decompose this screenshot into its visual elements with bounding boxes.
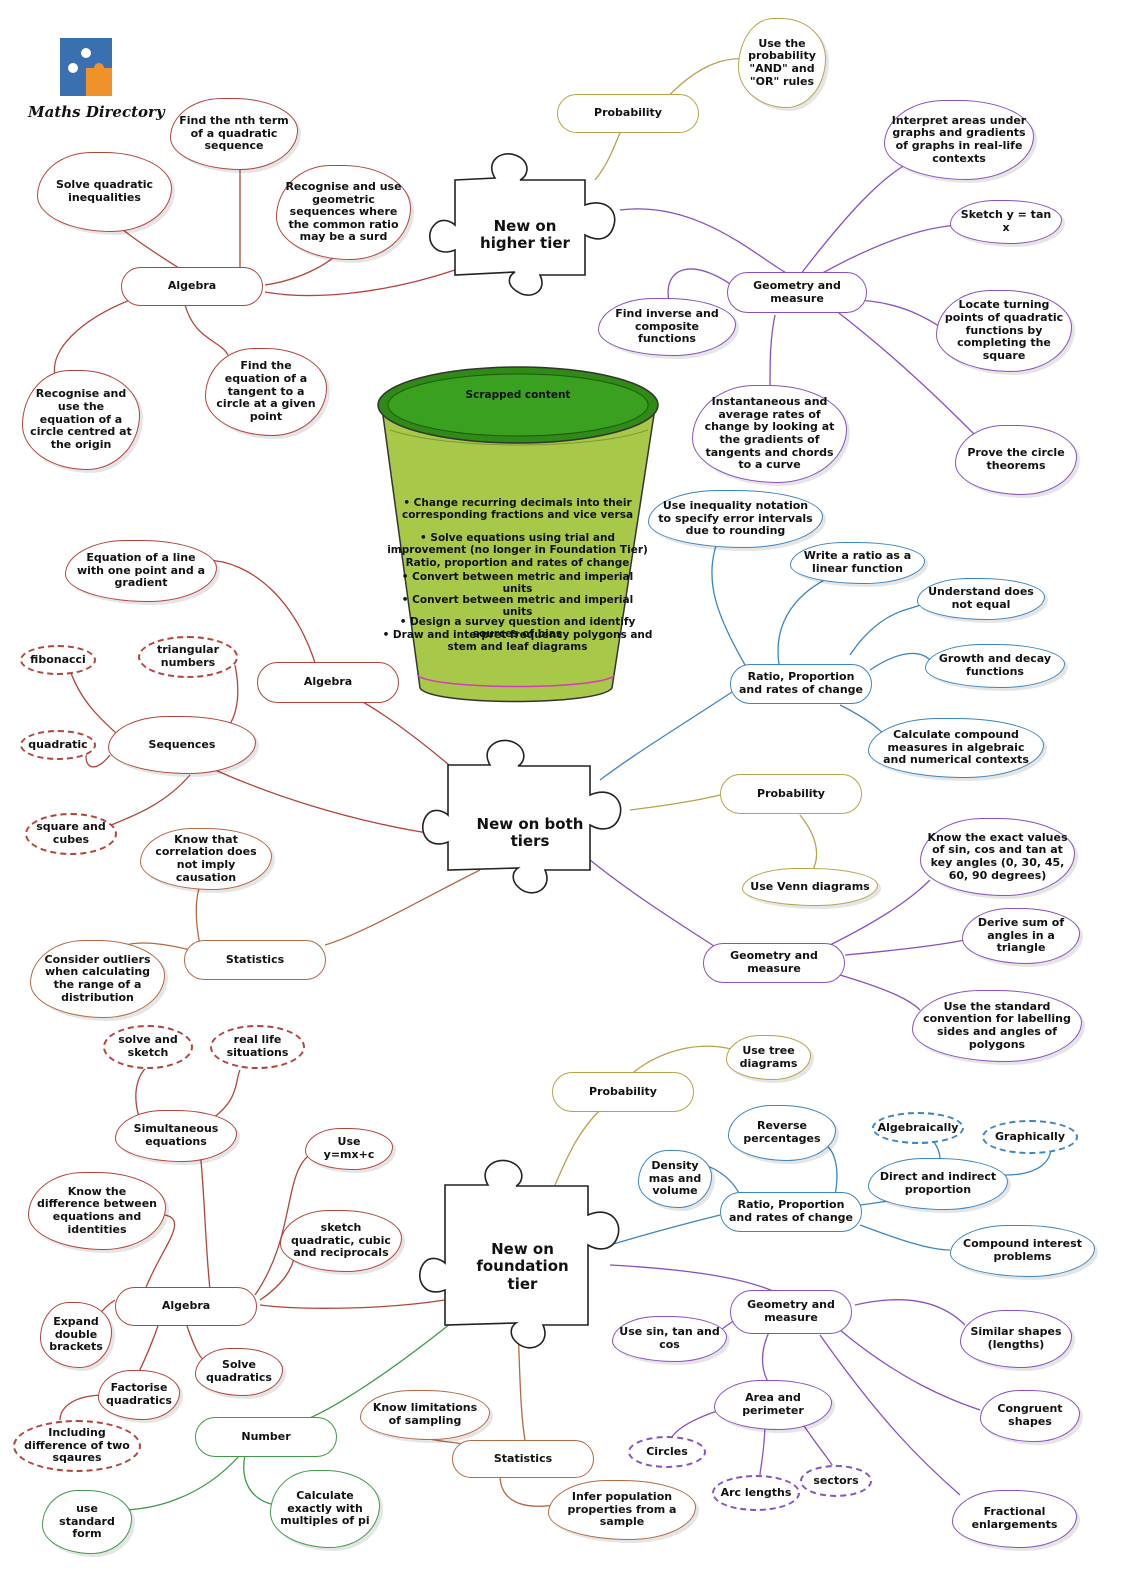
foundation-real-life: real life situations — [210, 1025, 305, 1069]
both-ratio: Ratio, Proportion and rates of change — [730, 664, 872, 704]
higher-rates-of-change: Instantaneous and average rates of chang… — [692, 385, 847, 483]
foundation-circles: Circles — [628, 1436, 706, 1468]
foundation-congruent-shapes: Congruent shapes — [980, 1390, 1080, 1442]
both-fibonacci: fibonacci — [20, 645, 96, 675]
foundation-statistics: Statistics — [452, 1440, 594, 1478]
both-geometry: Geometry and measure — [703, 943, 845, 983]
foundation-similar-shapes: Similar shapes (lengths) — [960, 1310, 1072, 1368]
higher-sketch-tan: Sketch y = tan x — [950, 200, 1062, 244]
both-triangular: triangular numbers — [138, 636, 238, 678]
both-statistics: Statistics — [184, 940, 326, 980]
both-line-equation: Equation of a line with one point and a … — [65, 540, 217, 602]
foundation-sectors: sectors — [800, 1465, 872, 1497]
foundation-compound-interest: Compound interest problems — [950, 1225, 1095, 1277]
both-compound-measures: Calculate compound measures in algebraic… — [868, 718, 1044, 778]
hub-foundation-tier: New on foundation tier — [476, 1240, 569, 1293]
both-probability: Probability — [720, 774, 862, 814]
both-angles-triangle: Derive sum of angles in a triangle — [962, 908, 1080, 964]
bucket-item: • Convert between metric and imperial un… — [401, 594, 634, 619]
foundation-ratio: Ratio, Proportion and rates of change — [720, 1192, 862, 1232]
hub-both-tiers: New on both tiers — [476, 814, 584, 850]
higher-prob-and-or: Use the probability "AND" and "OR" rules — [738, 18, 826, 108]
foundation-expand-brackets: Expand double brackets — [40, 1302, 112, 1368]
foundation-use-ymx: Use y=mx+c — [305, 1128, 393, 1170]
foundation-sin-tan-cos: Use sin, tan and cos — [612, 1316, 727, 1362]
foundation-reverse-percentages: Reverse percentages — [728, 1105, 836, 1161]
both-does-not-equal: Understand does not equal — [917, 578, 1045, 620]
both-hub-shape — [422, 739, 622, 894]
both-exact-values: Know the exact values of sin, cos and ta… — [920, 818, 1075, 896]
higher-interpret-areas: Interpret areas under graphs and gradien… — [884, 100, 1034, 180]
foundation-arc-lengths: Arc lengths — [712, 1475, 800, 1511]
higher-turning-points: Locate turning points of quadratic funct… — [936, 290, 1072, 372]
higher-quadratic-inequalities: Solve quadratic inequalities — [37, 152, 172, 232]
bucket-item: • Draw and interpret frequency polygons … — [382, 629, 653, 654]
foundation-graphically: Graphically — [982, 1120, 1078, 1154]
bucket-item: • Solve equations using trial and improv… — [387, 532, 648, 569]
both-ratio-linear: Write a ratio as a linear function — [790, 542, 925, 584]
both-growth-decay: Growth and decay functions — [925, 644, 1065, 688]
higher-circle-theorems: Prove the circle theorems — [955, 425, 1077, 495]
foundation-direct-indirect: Direct and indirect proportion — [868, 1158, 1008, 1210]
foundation-area-perimeter: Area and perimeter — [714, 1380, 832, 1430]
hub-higher-tier: New on higher tier — [480, 216, 570, 252]
higher-tangent-equation: Find the equation of a tangent to a circ… — [205, 348, 327, 436]
both-outliers: Consider outliers when calculating the r… — [30, 940, 165, 1018]
higher-geometry: Geometry and measure — [727, 272, 867, 313]
higher-hub-shape — [429, 153, 616, 296]
foundation-factorise: Factorise quadratics — [98, 1370, 180, 1420]
foundation-equations-identities: Know the difference between equations an… — [28, 1172, 166, 1250]
higher-algebra: Algebra — [121, 267, 263, 306]
higher-probability: Probability — [557, 94, 699, 133]
bucket-item: • Change recurring decimals into their c… — [401, 497, 634, 522]
both-sequences: Sequences — [108, 716, 256, 774]
both-venn: Use Venn diagrams — [742, 868, 878, 906]
both-correlation: Know that correlation does not imply cau… — [140, 828, 272, 890]
foundation-multiples-pi: Calculate exactly with multiples of pi — [270, 1470, 380, 1548]
foundation-algebraically: Algebraically — [872, 1112, 964, 1144]
bucket-item: • Design a survey question and identify … — [399, 616, 636, 641]
foundation-sketch-quadratic: sketch quadratic, cubic and reciprocals — [280, 1210, 402, 1272]
foundation-hub-shape — [419, 1159, 620, 1349]
foundation-difference-squares: Including difference of two sqaures — [13, 1420, 141, 1472]
foundation-geometry: Geometry and measure — [730, 1290, 852, 1334]
bucket-item: • Convert between metric and imperial un… — [401, 571, 634, 596]
both-quadratic: quadratic — [20, 730, 96, 760]
higher-nth-term: Find the nth term of a quadratic sequenc… — [170, 98, 298, 170]
foundation-number: Number — [195, 1417, 337, 1457]
higher-circle-origin: Recognise and use the equation of a circ… — [22, 370, 140, 470]
foundation-algebra: Algebra — [115, 1287, 257, 1326]
foundation-solve-quadratics: Solve quadratics — [195, 1348, 283, 1396]
foundation-fractional-enlargements: Fractional enlargements — [952, 1490, 1077, 1548]
foundation-sampling: Know limitations of sampling — [360, 1390, 490, 1440]
foundation-population: Infer population properties from a sampl… — [548, 1480, 696, 1540]
logo-text: Maths Directory — [28, 103, 165, 121]
foundation-tree-diagrams: Use tree diagrams — [726, 1035, 811, 1080]
foundation-standard-form: use standard form — [42, 1490, 132, 1554]
bucket-title: Scrapped content — [465, 389, 571, 401]
foundation-solve-sketch: solve and sketch — [103, 1025, 193, 1069]
both-error-intervals: Use inequality notation to specify error… — [648, 490, 823, 548]
foundation-probability: Probability — [552, 1072, 694, 1112]
maths-directory-logo — [60, 38, 112, 96]
both-algebra: Algebra — [257, 662, 399, 703]
foundation-simultaneous: Simultaneous equations — [115, 1110, 237, 1162]
foundation-density: Density mas and volume — [638, 1150, 712, 1208]
higher-inverse-functions: Find inverse and composite functions — [598, 298, 736, 356]
both-square-cubes: square and cubes — [25, 813, 117, 855]
higher-geometric-sequences: Recognise and use geometric sequences wh… — [276, 165, 411, 260]
both-labelling-polygons: Use the standard convention for labellin… — [912, 990, 1082, 1062]
scrapped-content-bucket — [377, 366, 659, 703]
